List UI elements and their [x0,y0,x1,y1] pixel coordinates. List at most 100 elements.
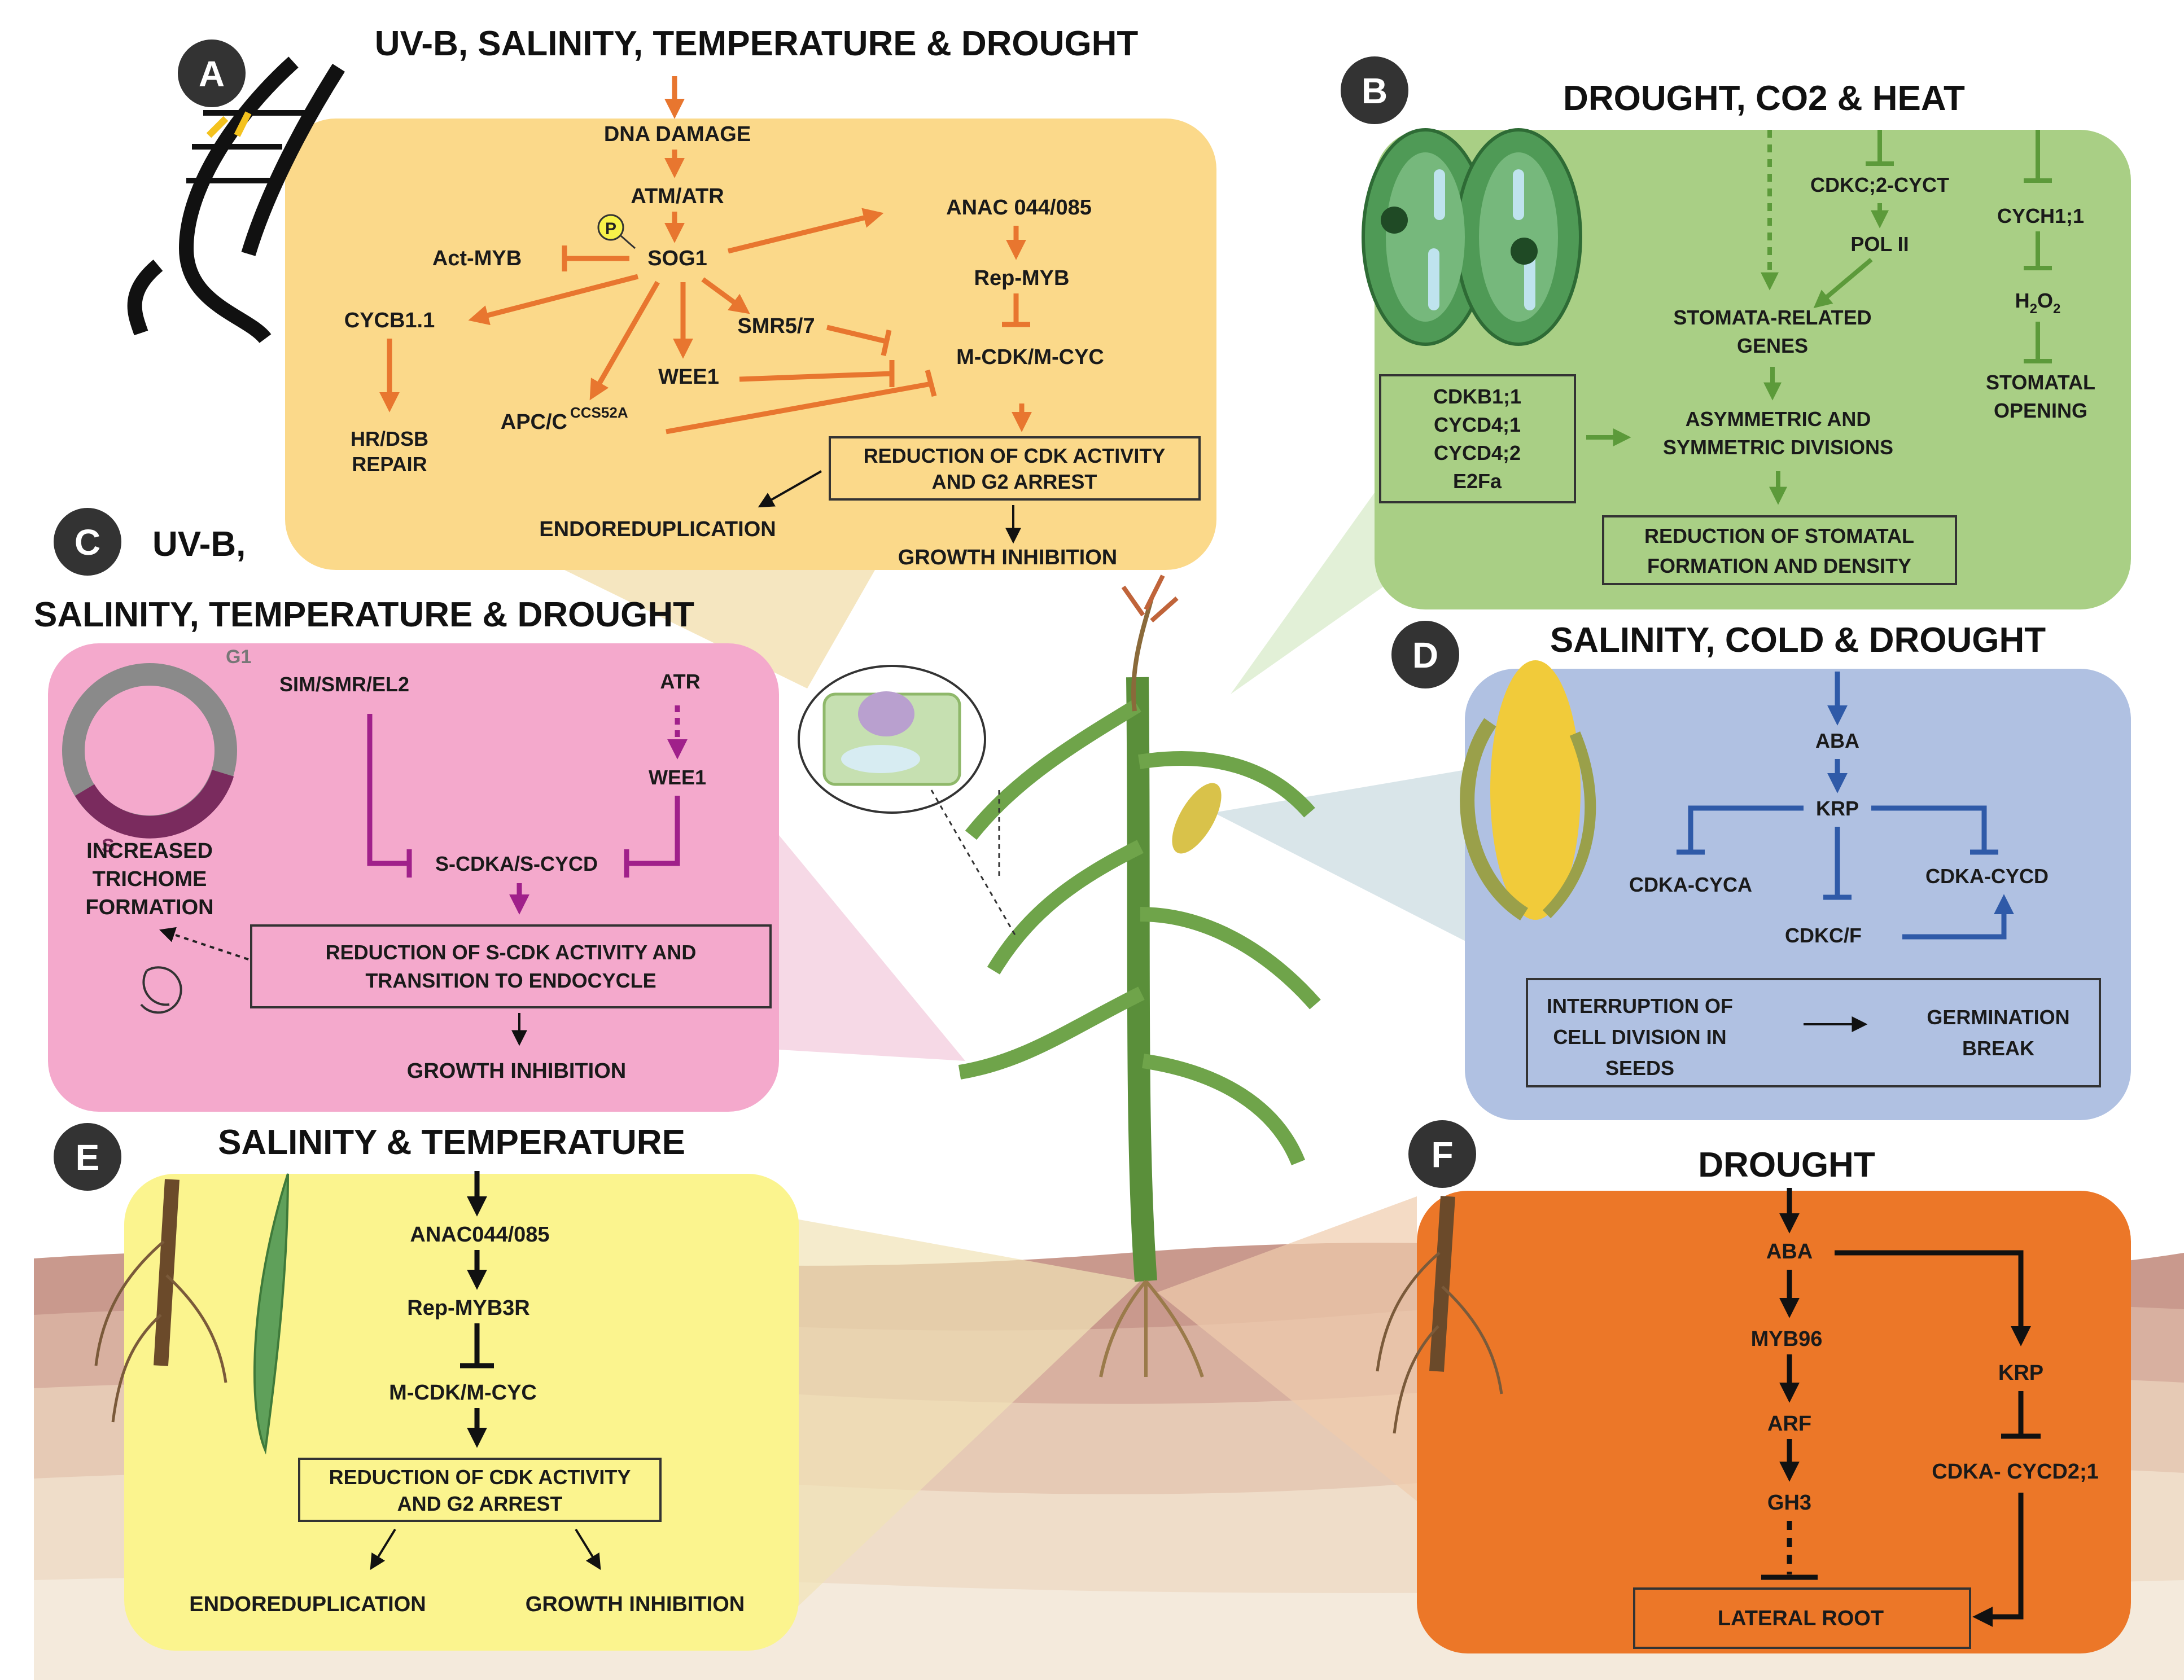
node-d-krp: KRP [1816,797,1859,820]
inhibit-b-cych [2024,130,2052,183]
node-sim-smr: SIM/SMR/EL2 [279,673,409,696]
panel-c-title-line1: UV-B, [152,525,246,564]
panel-c-letter-badge [54,508,121,576]
panel-f-outcome-box [1633,1587,1971,1649]
arrow-cdkcf-cycd [1902,894,2014,940]
node-smr: SMR5/7 [737,314,815,338]
panel-b-outcome-box [1602,515,1957,585]
node-arf: ARF [1767,1412,1811,1436]
panel-c-growth-inhibition: GROWTH INHIBITION [407,1059,626,1083]
panel-d-interruption-line2: CELL DIVISION IN [1553,1025,1726,1049]
node-cycb: CYCB1.1 [344,309,435,332]
inhibit-smr-mcdk [826,324,892,356]
node-atm-atr: ATM/ATR [631,185,724,208]
root-illustration-f [1376,1196,1503,1434]
node-trichome: TRICHOME [93,867,207,891]
gene-list-item: CDKB1;1 [1433,385,1521,408]
panel-b-title: DROUGHT, CO2 & HEAT [1563,79,1965,118]
panel-c-box-line1: REDUCTION OF S-CDK ACTIVITY AND [326,941,697,964]
node-symmetric: SYMMETRIC DIVISIONS [1663,436,1893,459]
node-formation: FORMATION [85,896,213,919]
arrow-sog1-smr [701,277,750,314]
panel-d-outcome-box [1526,978,2101,1087]
panel-a-box-line1: REDUCTION OF CDK ACTIVITY [864,444,1166,467]
node-cdkc-cyct: CDKC;2-CYCT [1810,173,1949,196]
label-g1: G1 [226,646,251,668]
panel-c-letter: C [75,522,100,563]
node-asymmetric: ASYMMETRIC AND [1686,407,1871,431]
panel-c-box-line2: TRANSITION TO ENDOCYCLE [365,969,656,992]
node-cdkc-f: CDKC/F [1785,924,1862,947]
arrow-sog1-anac [727,208,884,254]
node-sog1: SOG1 [647,247,707,270]
cell-cycle-ring [62,663,237,839]
node-s-cdka: S-CDKA/S-CYCD [435,852,598,875]
inhibit-sog1-actmyb [562,245,629,271]
panel-d-letter: D [1412,635,1438,675]
node-d-aba: ABA [1815,729,1859,752]
panel-a-letter: A [199,54,225,94]
panel-d-letter-badge [1391,621,1459,688]
node-genes: GENES [1737,334,1808,357]
inhibit-rep-mcdk [460,1323,494,1368]
panel-f-letter-badge [1408,1120,1476,1188]
label-s: S [102,835,115,857]
panel-f-box [1417,1191,2131,1653]
panel-a-box [285,119,1216,570]
arrow-aba-krp-f [1835,1250,2031,1346]
node-c-wee1: WEE1 [649,766,706,789]
inhibit-apc-mcdk [666,369,937,435]
inhibit-h2o2-opening [2024,322,2052,363]
node-stomatal: STOMATAL [1986,371,2095,394]
callout-wedge-f [1157,1196,1417,1501]
arrow-e-box-growth [575,1528,601,1571]
panel-a-growth-inhibition: GROWTH INHIBITION [898,546,1117,569]
node-anac: ANAC 044/085 [946,196,1092,220]
panel-a-title: UV-B, SALINITY, TEMPERATURE & DROUGHT [375,24,1139,63]
plant-cell-illustration [798,665,1017,937]
phospho-marker [597,214,624,241]
corn-plant-illustration [958,574,1321,1378]
panel-d-interruption-line3: SEEDS [1605,1056,1674,1080]
gene-list-item: CYCD4;2 [1434,441,1521,464]
panel-e-letter: E [76,1137,100,1178]
callout-wedge-e [796,1219,1140,1608]
node-increased: INCREASED [86,839,213,863]
stomata-illustration [1362,128,1582,346]
arrow-a-box-endo [758,470,822,508]
node-e-rep-myb3r: Rep-MYB3R [407,1296,529,1320]
callout-wedge-c [779,835,965,1061]
panel-d-break: BREAK [1962,1037,2034,1060]
node-cdka-cycd: CDKA-CYCD [1925,865,2049,888]
node-e-m-cdk: M-CDK/M-CYC [389,1381,537,1405]
arrow-box-trichome [159,927,249,960]
panel-e-letter-badge [54,1123,121,1191]
panel-b-box-line2: FORMATION AND DENSITY [1647,554,1911,577]
node-m-cdk: M-CDK/M-CYC [956,345,1104,369]
panel-b-box-line1: REDUCTION OF STOMATAL [1644,524,1914,547]
node-act-myb: Act-MYB [432,247,522,270]
node-opening: OPENING [1994,399,2087,422]
phospho-link [620,235,636,249]
root-leaf-illustration-e [94,1173,289,1455]
inhibit-cych-h2o2 [2024,231,2052,270]
node-myb96: MYB96 [1751,1327,1823,1351]
arrow-e-box-endo [370,1528,396,1571]
node-cdka-cycd2: CDKA- CYCD2;1 [1932,1460,2099,1484]
inhibit-sim-scdk [367,714,412,878]
panel-d-box [1465,669,2131,1120]
panel-d-interruption-line1: INTERRUPTION OF [1547,994,1733,1017]
arrow-sog1-cycb [468,274,639,326]
inhibit-krp-cycd [1871,805,1998,855]
panel-d-germination: GERMINATION [1927,1006,2069,1029]
inhibit-b-cdkc [1866,130,1894,166]
node-cdka-cyca: CDKA-CYCA [1629,873,1752,896]
panel-d-title: SALINITY, COLD & DROUGHT [1550,621,2046,660]
node-gh3: GH3 [1767,1491,1811,1515]
node-pol-ii: POL II [1850,233,1909,256]
node-e-anac: ANAC044/085 [410,1223,549,1247]
panel-a-letter-badge [178,40,246,107]
node-cych: CYCH1;1 [1997,204,2084,227]
panel-f-title: DROUGHT [1698,1146,1875,1185]
